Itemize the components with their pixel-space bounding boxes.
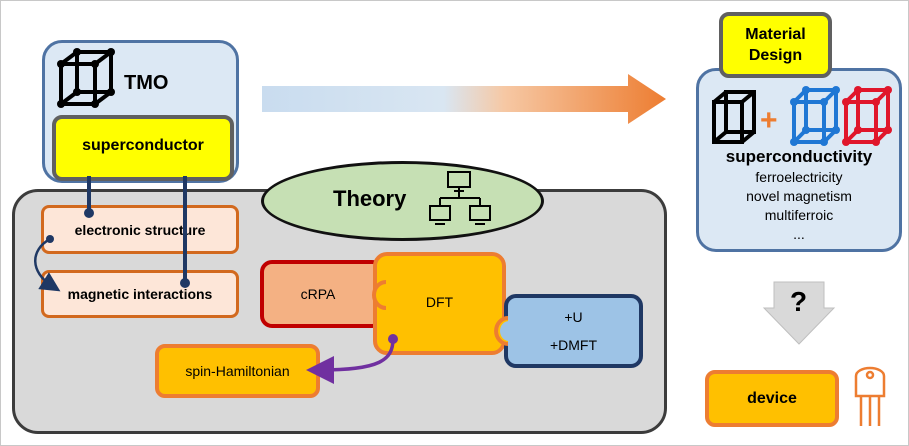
dft-label: DFT — [425, 294, 454, 310]
superconductor-label: superconductor — [82, 137, 204, 154]
magnetic-interactions-label: magnetic interactions — [67, 286, 213, 302]
property-item: multiferroic — [764, 207, 834, 223]
puzzle-knob-u — [494, 316, 509, 346]
magnetic-interactions-box: magnetic interactions — [41, 270, 239, 318]
theory-ellipse — [261, 161, 544, 241]
plus-sign: + — [760, 104, 778, 137]
plus-u-label: +U — [564, 309, 583, 325]
properties-list: superconductivity ferroelectricity novel… — [696, 146, 902, 244]
device-box: device — [705, 370, 839, 427]
crpa-box: cRPA — [260, 260, 384, 328]
property-item: ferroelectricity — [755, 169, 843, 185]
puzzle-knob-crpa — [372, 280, 387, 310]
black-lattice-small-icon — [712, 90, 756, 144]
property-item: novel magnetism — [746, 188, 852, 204]
network-computers-icon — [429, 171, 491, 225]
plus-dmft-label: +DMFT — [549, 337, 598, 353]
superconductor-box: superconductor — [52, 115, 234, 181]
gradient-arrow — [262, 74, 666, 124]
material-design-title-line1: Material — [745, 26, 806, 43]
material-design-title: Material Design — [719, 12, 832, 78]
blue-lattice-icon — [790, 86, 840, 146]
material-design-title-line2: Design — [748, 47, 803, 64]
crpa-label: cRPA — [300, 286, 336, 302]
spin-hamiltonian-box: spin-Hamiltonian — [155, 344, 320, 398]
spin-hamiltonian-label: spin-Hamiltonian — [185, 363, 290, 379]
down-arrow — [762, 281, 836, 345]
property-main: superconductivity — [725, 147, 873, 166]
device-label: device — [747, 389, 797, 407]
black-lattice-icon — [57, 48, 115, 108]
transistor-icon — [854, 366, 886, 426]
u-dmft-box: +U +DMFT — [504, 294, 643, 368]
electronic-structure-box: electronic structure — [41, 205, 239, 254]
tmo-label: TMO — [124, 72, 169, 94]
electronic-structure-label: electronic structure — [74, 221, 206, 238]
theory-label: Theory — [333, 186, 407, 211]
question-mark: ? — [790, 286, 808, 317]
property-item: ... — [793, 226, 805, 242]
red-lattice-icon — [842, 86, 892, 146]
